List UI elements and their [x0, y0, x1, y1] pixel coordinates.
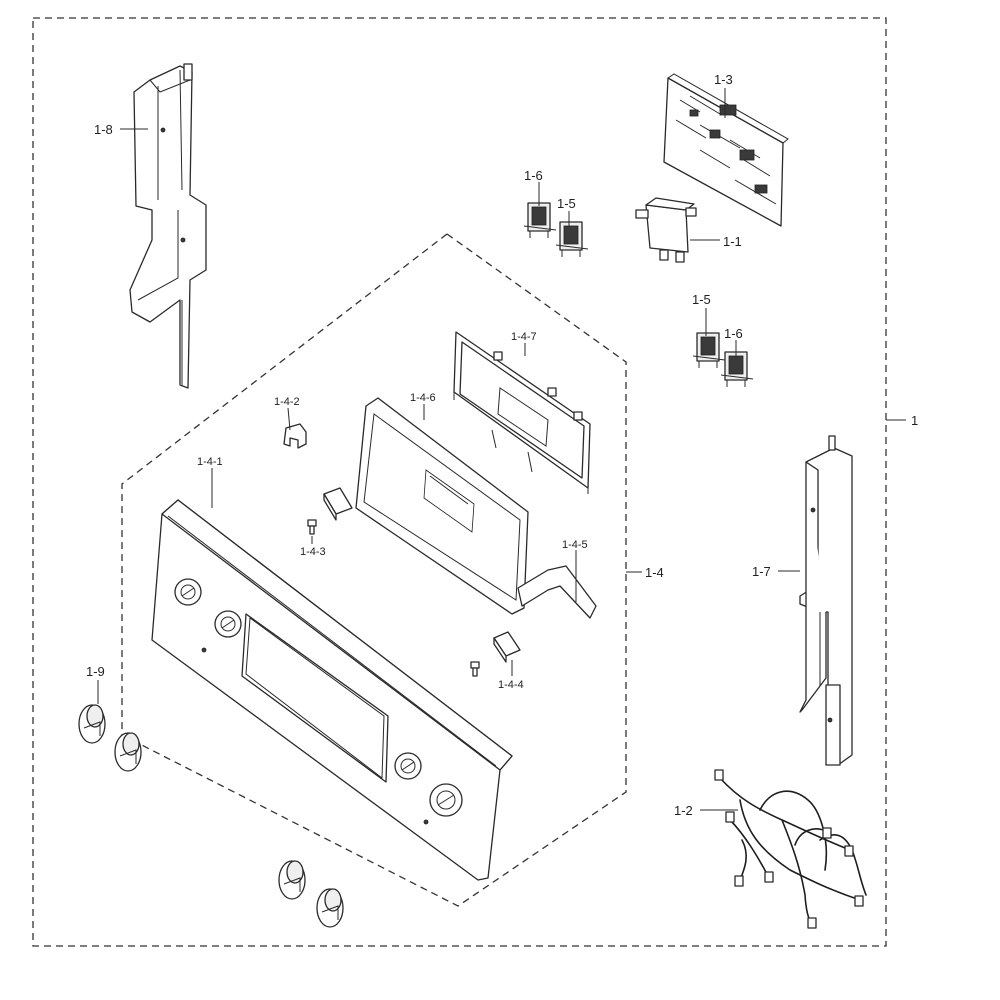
label-1-4-7: 1-4-7 — [511, 331, 537, 343]
label-1-5-bottom: 1-5 — [692, 292, 711, 307]
label-1-2: 1-2 — [674, 803, 693, 818]
part-1-4-6[interactable] — [355, 397, 529, 615]
label-1-6-top: 1-6 — [524, 168, 543, 183]
part-1-5-bottom[interactable] — [692, 332, 726, 368]
part-1-9-knob-3[interactable] — [278, 860, 306, 900]
part-1-6-top[interactable] — [523, 202, 557, 238]
part-1-4-4[interactable] — [470, 631, 521, 677]
label-1-1: 1-1 — [723, 234, 742, 249]
part-1-4-3[interactable] — [307, 487, 353, 535]
label-1-5-top: 1-5 — [557, 196, 576, 211]
label-1-3: 1-3 — [714, 72, 733, 87]
part-1-8[interactable] — [129, 63, 207, 389]
label-1-4-6: 1-4-6 — [410, 392, 436, 404]
label-1-8: 1-8 — [94, 122, 113, 137]
part-1-2[interactable] — [714, 769, 867, 929]
part-1-4-7[interactable] — [453, 331, 591, 494]
label-1-4: 1-4 — [645, 565, 664, 580]
label-1-9: 1-9 — [86, 664, 105, 679]
part-1-7[interactable] — [799, 435, 853, 766]
part-1-1[interactable] — [635, 197, 697, 263]
label-1-4-4: 1-4-4 — [498, 679, 524, 691]
part-1-9-knob-1[interactable] — [78, 704, 106, 744]
part-1-6-bottom[interactable] — [720, 351, 754, 387]
label-1-4-5: 1-4-5 — [562, 539, 588, 551]
label-1-7: 1-7 — [752, 564, 771, 579]
part-1-9-knob-2[interactable] — [114, 732, 142, 772]
label-1-4-2: 1-4-2 — [274, 396, 300, 408]
label-1: 1 — [911, 413, 918, 428]
assembly-boundary — [32, 17, 887, 947]
part-1-9-knob-4[interactable] — [316, 888, 344, 928]
part-1-3[interactable] — [663, 73, 789, 227]
part-1-5-top[interactable] — [555, 221, 589, 257]
part-1-4-5[interactable] — [517, 565, 597, 619]
label-1-6-bottom: 1-6 — [724, 326, 743, 341]
leader-lines — [97, 88, 906, 811]
part-1-4-2[interactable] — [283, 423, 307, 449]
label-1-4-3: 1-4-3 — [300, 546, 326, 558]
label-1-4-1: 1-4-1 — [197, 456, 223, 468]
part-1-4-1[interactable] — [151, 499, 513, 881]
sub-assembly-boundary — [121, 233, 627, 907]
